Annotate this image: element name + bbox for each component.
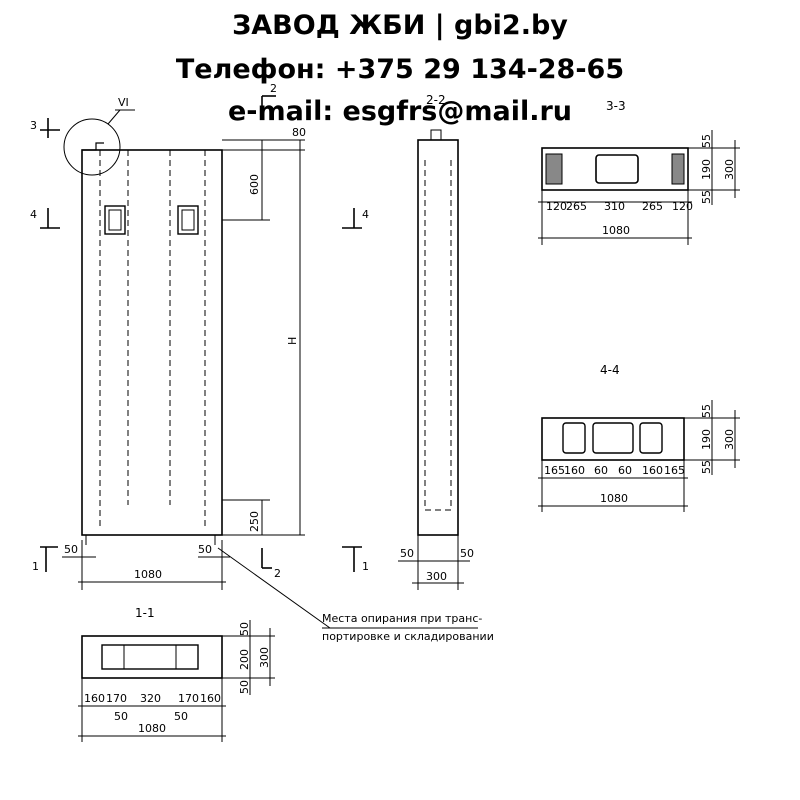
sec33-w: 265 — [642, 200, 663, 213]
sec44-w: 160 — [642, 464, 663, 477]
front-dim-250: 250 — [248, 511, 261, 532]
front-outline — [81, 149, 223, 536]
opening-left-inner — [108, 209, 122, 231]
sec44-w: 160 — [564, 464, 585, 477]
sec11-total-w: 1080 — [138, 722, 166, 735]
side-dim-300: 300 — [426, 570, 447, 583]
sec11-sub: 50 — [174, 710, 188, 723]
sec44-w: 165 — [664, 464, 685, 477]
front-dim-50-right: 50 — [198, 543, 212, 556]
void-center — [595, 154, 639, 184]
side-view — [398, 129, 470, 590]
sec33-w: 265 — [566, 200, 587, 213]
section-3-3 — [538, 130, 740, 245]
section-4-4 — [538, 400, 740, 512]
section-1-1 — [78, 620, 275, 742]
side-view-title: 2-2 — [426, 93, 446, 107]
sec11-w: 320 — [140, 692, 161, 705]
sec11-total-h: 300 — [258, 647, 271, 668]
hatch-right — [671, 153, 685, 185]
side-dim-50-right: 50 — [460, 547, 474, 560]
section-1-1-title: 1-1 — [135, 606, 155, 620]
sec33-w: 310 — [604, 200, 625, 213]
sec44-h: 55 — [700, 404, 713, 418]
sec33-h: 55 — [700, 190, 713, 204]
section-3-3-outline — [541, 147, 689, 191]
header-title: ЗАВОД ЖБИ | gbi2.by — [232, 10, 568, 41]
front-view — [62, 95, 331, 629]
sec11-w: 160 — [200, 692, 221, 705]
sec11-h: 50 — [238, 680, 251, 694]
void — [101, 644, 199, 670]
sec11-h: 50 — [238, 622, 251, 636]
detail-leader — [107, 109, 121, 125]
sec44-w: 60 — [594, 464, 608, 477]
side-dim-50-left: 50 — [400, 547, 414, 560]
note-leader — [217, 547, 331, 629]
opening-right-inner — [181, 209, 195, 231]
cut-marks — [40, 118, 362, 572]
section-4-4-outline — [541, 417, 685, 461]
sec44-w: 60 — [618, 464, 632, 477]
sec11-w: 160 — [84, 692, 105, 705]
void-1 — [562, 422, 586, 454]
front-dim-50-left: 50 — [64, 543, 78, 556]
lifting-loop — [430, 129, 442, 141]
sec11-sub: 50 — [114, 710, 128, 723]
cut-label-2-top: 2 — [270, 82, 277, 95]
sec11-w: 170 — [106, 692, 127, 705]
sec33-h: 190 — [700, 159, 713, 180]
note-line-2: портировке и складировании — [322, 630, 494, 643]
opening-right — [177, 205, 199, 235]
note-line-1: Места опирания при транс- — [322, 612, 482, 625]
section-1-1-outline — [81, 635, 223, 679]
sec44-h: 190 — [700, 429, 713, 450]
sec11-w: 170 — [178, 692, 199, 705]
sec33-h: 55 — [700, 134, 713, 148]
front-dim-1080: 1080 — [134, 568, 162, 581]
sec33-total-w: 1080 — [602, 224, 630, 237]
cut-label-1-left: 1 — [32, 560, 39, 573]
sec33-total-h: 300 — [723, 159, 736, 180]
sec33-w: 120 — [546, 200, 567, 213]
header-email: e-mail: esgfrs@mail.ru — [227, 96, 573, 127]
drawing-labels: 3 4 4 1 1 2 2 VI 80 600 H 250 50 50 1080… — [30, 82, 736, 735]
detail-label: VI — [118, 96, 129, 109]
cut-label-3: 3 — [30, 119, 37, 132]
front-dim-600: 600 — [248, 174, 261, 195]
opening-left — [104, 205, 126, 235]
cut-label-4-left: 4 — [30, 208, 37, 221]
cut-label-1-right: 1 — [362, 560, 369, 573]
sec11-h: 200 — [238, 649, 251, 670]
detail-circle — [63, 118, 121, 176]
cut-label-2-bottom: 2 — [274, 567, 281, 580]
top-notch — [82, 142, 104, 151]
sec44-total-h: 300 — [723, 429, 736, 450]
front-dim-h: H — [286, 337, 299, 345]
cut-label-4-right: 4 — [362, 208, 369, 221]
sec33-w: 120 — [672, 200, 693, 213]
side-outline — [417, 139, 459, 536]
sec44-h: 55 — [700, 460, 713, 474]
front-dim-80: 80 — [292, 126, 306, 139]
sec44-total-w: 1080 — [600, 492, 628, 505]
void-3 — [639, 422, 663, 454]
section-4-4-title: 4-4 — [600, 363, 620, 377]
void-2 — [592, 422, 634, 454]
section-3-3-title: 3-3 — [606, 99, 626, 113]
sec44-w: 165 — [544, 464, 565, 477]
hatch-left — [545, 153, 563, 185]
header-phone: Телефон: +375 29 134-28-65 — [175, 54, 625, 85]
